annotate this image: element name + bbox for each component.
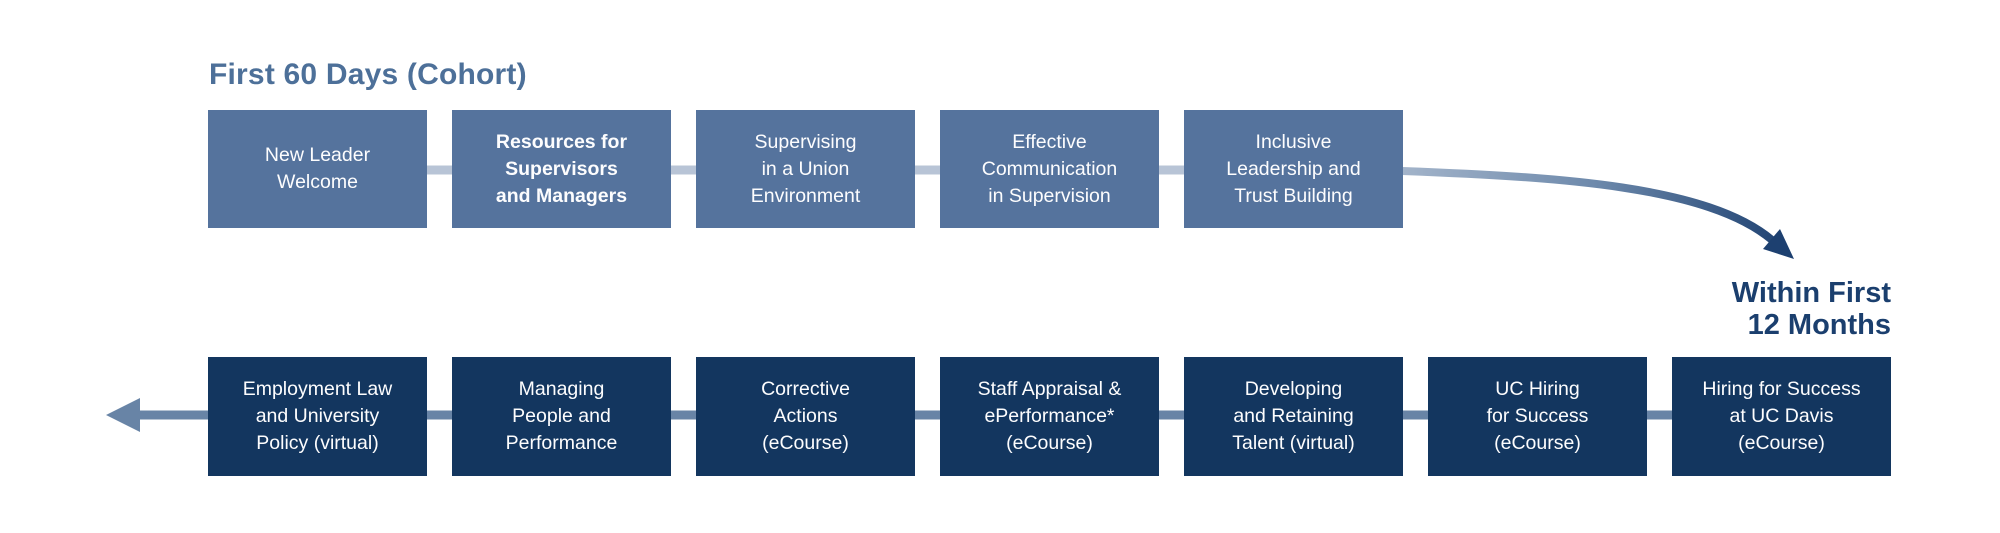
- course-employment-law-and-university-policy: Employment Law and University Policy (vi…: [208, 357, 427, 476]
- phase1-row: New Leader Welcome Resources for Supervi…: [208, 110, 1403, 228]
- course-resources-for-supervisors-and-managers: Resources for Supervisors and Managers: [452, 110, 671, 228]
- course-staff-appraisal-eperformance: Staff Appraisal & ePerformance* (eCourse…: [940, 357, 1159, 476]
- course-managing-people-and-performance: Managing People and Performance: [452, 357, 671, 476]
- left-arrowhead-icon: [106, 398, 140, 432]
- course-new-leader-welcome: New Leader Welcome: [208, 110, 427, 228]
- phase1-title: First 60 Days (Cohort): [209, 58, 527, 91]
- course-hiring-for-success-at-uc-davis: Hiring for Success at UC Davis (eCourse): [1672, 357, 1891, 476]
- curved-arrow-icon: [1401, 167, 1794, 259]
- course-corrective-actions: Corrective Actions (eCourse): [696, 357, 915, 476]
- phase2-title: Within First 12 Months: [1731, 277, 1891, 341]
- course-inclusive-leadership-and-trust-building: Inclusive Leadership and Trust Building: [1184, 110, 1403, 228]
- course-effective-communication-in-supervision: Effective Communication in Supervision: [940, 110, 1159, 228]
- course-uc-hiring-for-success: UC Hiring for Success (eCourse): [1428, 357, 1647, 476]
- course-supervising-in-a-union-environment: Supervising in a Union Environment: [696, 110, 915, 228]
- course-developing-and-retaining-talent: Developing and Retaining Talent (virtual…: [1184, 357, 1403, 476]
- phase2-row: Employment Law and University Policy (vi…: [208, 357, 1891, 476]
